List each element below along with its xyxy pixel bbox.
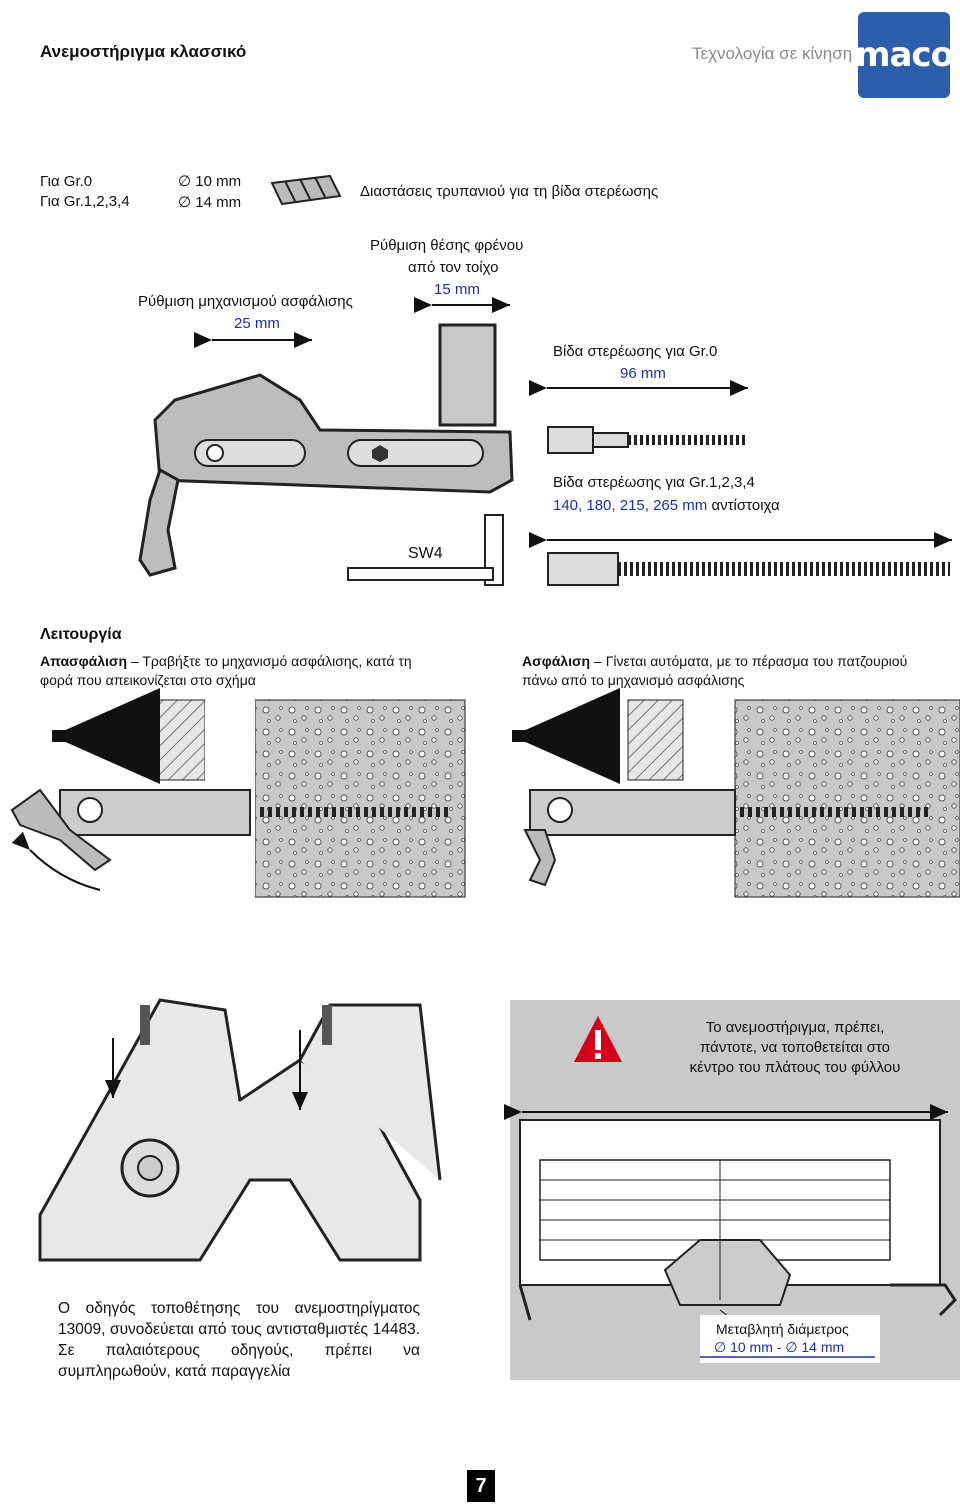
operation-heading: Λειτουργία — [40, 626, 122, 643]
guide-note: Ο οδηγός τοποθέτησης του ανεμοστηρίγματο… — [58, 1300, 420, 1380]
lock-text: Γίνεται αυτόματα, με το πέρασμα του πατζ… — [605, 653, 908, 669]
diameter-value: ∅ 10 mm - ∅ 14 mm — [714, 1339, 845, 1355]
brake-value: 15 mm — [434, 281, 480, 298]
drill-gr1234-size: ∅ 14 mm — [178, 194, 242, 211]
drill-caption: Διαστάσεις τρυπανιού για τη βίδα στερέωσ… — [360, 183, 659, 200]
unlock-description-line1: Απασφάλιση – Τραβήξτε το μηχανισμό ασφάλ… — [40, 653, 412, 669]
warning-line3: κέντρο του πλάτους του φύλλου — [689, 1059, 901, 1076]
installation-guide-drawing — [38, 998, 442, 1262]
lock-value: 25 mm — [234, 315, 280, 332]
hex-key-label: SW4 — [408, 545, 443, 562]
lock-description-line2: πάνω από το μηχανισμό ασφάλισης — [522, 672, 745, 688]
window-stay-drawing — [138, 323, 514, 577]
drill-gr0-size: ∅ 10 mm — [178, 173, 242, 190]
screw-gr1234-suffix: αντίστοιχα — [711, 497, 780, 514]
screw-gr1234-icon — [547, 552, 950, 586]
screw-gr1234-label: Βίδα στερέωσης για Gr.1,2,3,4 — [553, 474, 755, 491]
unlock-description-line2: φορά που απεικονίζεται στο σχήμα — [40, 672, 256, 688]
lock-illustration — [512, 688, 960, 898]
unlock-text: Τραβήξτε το μηχανισμό ασφάλισης, κατά τη — [142, 653, 412, 669]
diameter-label-box — [700, 1315, 880, 1363]
maco-logo: maco — [855, 12, 954, 98]
unlock-illustration — [10, 688, 466, 898]
drill-gr0-label: Για Gr.0 — [40, 173, 93, 190]
page-title: Ανεμοστήριγμα κλασσικό — [40, 42, 247, 61]
warning-text: Το ανεμοστήριγμα, πρέπει, πάντοτε, να το… — [650, 1018, 940, 1078]
warning-line1: Το ανεμοστήριγμα, πρέπει, — [705, 1019, 885, 1036]
lock-label: Ρύθμιση μηχανισμού ασφάλισης — [138, 293, 353, 310]
lock-term: Ασφάλιση — [522, 653, 591, 669]
screw-gr0-icon — [547, 426, 748, 454]
brake-label-line1: Ρύθμιση θέσης φρένου — [370, 237, 524, 254]
screw-gr0-label: Βίδα στερέωσης για Gr.0 — [553, 343, 718, 360]
unlock-term: Απασφάλιση — [40, 653, 128, 669]
screw-gr1234-values: 140, 180, 215, 265 mm αντίστοιχα — [553, 496, 780, 515]
drill-gr1234-label: Για Gr.1,2,3,4 — [40, 193, 130, 210]
hex-key-icon — [347, 514, 504, 586]
drill-bit-icon — [270, 174, 342, 206]
page-number: 7 — [467, 1470, 495, 1502]
warning-line2: πάντοτε, να τοποθετείται στο — [700, 1039, 890, 1056]
warning-icon — [574, 1016, 622, 1062]
diameter-label: Μεταβλητή διάμετρος — [716, 1321, 849, 1337]
slogan: Τεχνολογία σε κίνηση — [692, 44, 853, 63]
lock-description-line1: Ασφάλιση – Γίνεται αυτόματα, με το πέρασ… — [522, 653, 908, 669]
screw-gr1234-lengths: 140, 180, 215, 265 mm — [553, 497, 708, 514]
screw-gr0-value: 96 mm — [620, 365, 666, 382]
brake-label-line2: από τον τοίχο — [408, 259, 499, 276]
